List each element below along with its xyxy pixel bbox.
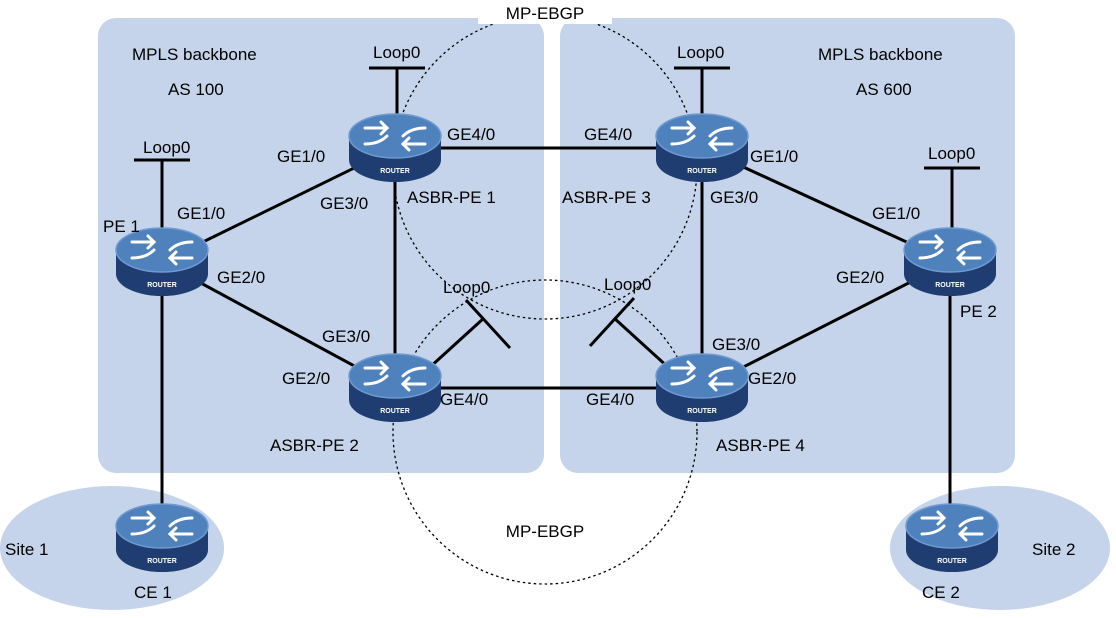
interface-asbr2-ge30: GE3/0 bbox=[322, 327, 370, 346]
interface-asbr1-ge30: GE3/0 bbox=[320, 194, 368, 213]
router-asbr4-label: ASBR-PE 4 bbox=[716, 436, 805, 455]
ebgp-session-bottom bbox=[392, 279, 698, 585]
site1-label: Site 1 bbox=[5, 540, 48, 559]
router-pe1[interactable]: ROUTER bbox=[114, 226, 210, 298]
loopback-asbr2-label: Loop0 bbox=[443, 278, 490, 297]
router-ce1[interactable]: ROUTER bbox=[114, 502, 210, 574]
router-asbr2-label: ASBR-PE 2 bbox=[270, 436, 359, 455]
interface-asbr3-ge30: GE3/0 bbox=[710, 188, 758, 207]
as600-number: AS 600 bbox=[856, 80, 912, 99]
router-asbr4[interactable]: ROUTER bbox=[654, 352, 750, 424]
loopback-asbr1-label: Loop0 bbox=[373, 43, 420, 62]
router-asbr3-badge: ROUTER bbox=[687, 168, 717, 175]
router-asbr1-badge: ROUTER bbox=[380, 168, 410, 175]
interface-asbr4-ge30: GE3/0 bbox=[712, 335, 760, 354]
interface-asbr1-ge40: GE4/0 bbox=[447, 125, 495, 144]
router-pe2[interactable]: ROUTER bbox=[902, 226, 998, 298]
interface-asbr4-ge40: GE4/0 bbox=[586, 390, 634, 409]
router-asbr3-label: ASBR-PE 3 bbox=[562, 188, 651, 207]
router-pe1-badge: ROUTER bbox=[147, 282, 177, 289]
as100-number: AS 100 bbox=[168, 80, 224, 99]
interface-pe2-ge20: GE2/0 bbox=[836, 268, 884, 287]
router-ce2-label: CE 2 bbox=[922, 583, 960, 602]
router-asbr1[interactable]: ROUTER bbox=[347, 112, 443, 184]
interface-pe1-ge10: GE1/0 bbox=[177, 204, 225, 223]
loopback-pe1-label: Loop0 bbox=[143, 138, 190, 157]
ebgp-top-label: MP-EBGP bbox=[506, 4, 584, 23]
router-asbr4-badge: ROUTER bbox=[687, 408, 717, 415]
router-pe2-badge: ROUTER bbox=[935, 282, 965, 289]
interface-asbr3-ge10: GE1/0 bbox=[750, 147, 798, 166]
ebgp-bottom-label: MP-EBGP bbox=[506, 522, 584, 541]
router-ce1-label: CE 1 bbox=[134, 583, 172, 602]
loopback-asbr3-label: Loop0 bbox=[677, 43, 724, 62]
interface-asbr4-ge20: GE2/0 bbox=[748, 369, 796, 388]
router-ce1-badge: ROUTER bbox=[147, 558, 177, 565]
interface-asbr1-ge10: GE1/0 bbox=[277, 147, 325, 166]
interface-asbr2-ge20: GE2/0 bbox=[282, 369, 330, 388]
as600-title: MPLS backbone bbox=[818, 45, 943, 64]
router-pe1-label: PE 1 bbox=[103, 217, 140, 236]
interface-asbr2-ge40: GE4/0 bbox=[440, 390, 488, 409]
router-asbr1-label: ASBR-PE 1 bbox=[407, 188, 496, 207]
loopback-asbr4-label: Loop0 bbox=[604, 275, 651, 294]
router-asbr2[interactable]: ROUTER bbox=[347, 352, 443, 424]
router-ce2-badge: ROUTER bbox=[937, 558, 967, 565]
site2-label: Site 2 bbox=[1032, 540, 1075, 559]
router-pe2-label: PE 2 bbox=[960, 302, 997, 321]
ebgp-top-label-bg bbox=[478, 2, 612, 24]
router-asbr2-badge: ROUTER bbox=[380, 408, 410, 415]
as100-title: MPLS backbone bbox=[132, 45, 257, 64]
interface-pe2-ge10: GE1/0 bbox=[872, 204, 920, 223]
loopback-pe2-label: Loop0 bbox=[928, 144, 975, 163]
interface-asbr3-ge40: GE4/0 bbox=[584, 125, 632, 144]
router-asbr3[interactable]: ROUTER bbox=[654, 112, 750, 184]
interface-pe1-ge20: GE2/0 bbox=[217, 268, 265, 287]
router-ce2[interactable]: ROUTER bbox=[904, 502, 1000, 574]
